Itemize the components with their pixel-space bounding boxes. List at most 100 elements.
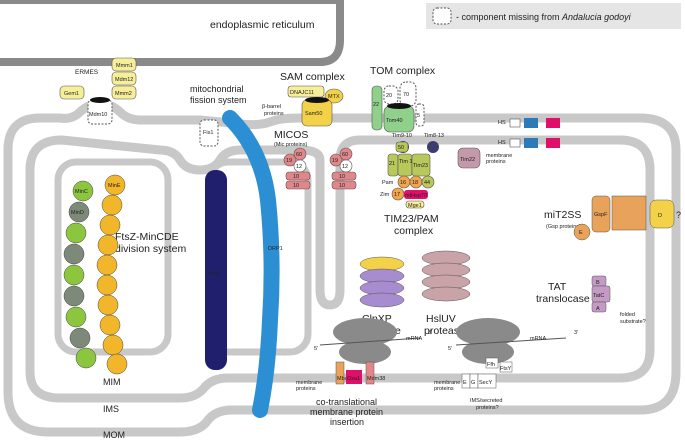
svg-text:3': 3' (428, 330, 432, 336)
svg-text:G: G (471, 380, 475, 386)
svg-text:A: A (596, 306, 600, 312)
er-label: endoplasmic reticulum (210, 19, 315, 31)
svg-text:folded: folded (620, 312, 635, 318)
svg-text:MinE: MinE (108, 183, 121, 189)
mit2ss-system: miT2SS (Gsp proteins) GspF D E ? (544, 195, 681, 241)
svg-text:protease: protease (424, 325, 465, 337)
svg-text:fission system: fission system (190, 95, 247, 105)
svg-text:MinD: MinD (71, 210, 84, 216)
svg-text:FtsZ: FtsZ (209, 271, 221, 277)
svg-text:Tim22: Tim22 (460, 157, 475, 163)
legend: - component missing from Andalucia godoy… (426, 3, 681, 29)
svg-text:complex: complex (394, 225, 434, 237)
svg-text:DNAJC11: DNAJC11 (290, 90, 314, 96)
svg-text:IMS/secreted: IMS/secreted (470, 398, 502, 404)
ribosome-oxa1: 5' 3' mRNA Mba1 Oxa1 Mdm38 membrane prot… (296, 318, 432, 427)
svg-text:12: 12 (296, 164, 302, 170)
svg-text:membrane protein: membrane protein (310, 407, 383, 417)
svg-text:10: 10 (293, 183, 299, 189)
svg-text:substrate?: substrate? (620, 319, 646, 325)
legend-text: - component missing from (456, 12, 562, 22)
svg-text:16: 16 (400, 180, 406, 186)
svg-text:B: B (596, 280, 600, 286)
svg-text:E: E (579, 230, 583, 236)
svg-text:- component missing from: - component missing from Andalucia godoy… (456, 12, 632, 22)
svg-text:10: 10 (339, 183, 345, 189)
svg-text:translocase: translocase (536, 293, 590, 305)
svg-text:Tim 17: Tim 17 (399, 159, 416, 165)
svg-text:division system: division system (115, 243, 186, 255)
svg-text:TatC: TatC (593, 293, 604, 299)
svg-text:mRNA: mRNA (406, 336, 423, 342)
svg-text:HS: HS (498, 120, 506, 126)
svg-text:proteins: proteins (434, 386, 454, 392)
svg-text:membrane: membrane (486, 153, 512, 159)
svg-text:12: 12 (342, 164, 348, 170)
svg-text:Mdm10: Mdm10 (89, 112, 107, 118)
svg-text:(Mic proteins): (Mic proteins) (274, 142, 307, 148)
svg-text:HslUV: HslUV (426, 313, 456, 325)
svg-text:mRNA: mRNA (530, 336, 547, 342)
svg-text:70: 70 (403, 92, 409, 98)
svg-text:TAT: TAT (548, 281, 567, 293)
svg-text:50: 50 (398, 145, 404, 151)
svg-text:insertion: insertion (330, 417, 364, 427)
mine-chain: MinE (96, 174, 128, 375)
svg-text:Mba1: Mba1 (337, 376, 351, 382)
ftsz-mincde-system: FtsZ-MinCDE division system MinC MinD Mi… (63, 170, 227, 375)
ftsz-filament: FtsZ (205, 170, 227, 370)
svg-text:Ffh: Ffh (487, 362, 495, 368)
svg-text:MTX: MTX (328, 94, 340, 100)
svg-text:Tom40: Tom40 (386, 118, 403, 124)
svg-text:Mdm38: Mdm38 (367, 376, 385, 382)
micos-complex: MICOS (Mic proteins) 19 60 12 10 10 19 6… (274, 129, 357, 190)
svg-text:SAM complex: SAM complex (280, 71, 346, 83)
svg-text:proteins: proteins (264, 111, 284, 117)
svg-text:proteins: proteins (486, 159, 506, 165)
svg-text:Sam50: Sam50 (305, 111, 322, 117)
sam-complex: SAM complex DNAJC11 MTX Sam50 β-barrel p… (262, 71, 346, 127)
svg-text:10: 10 (339, 174, 345, 180)
svg-text:miT2SS: miT2SS (544, 209, 581, 221)
svg-text:Zim: Zim (380, 192, 390, 198)
svg-text:5': 5' (448, 346, 452, 352)
svg-text:mtHsp70: mtHsp70 (405, 193, 427, 199)
ermes-label: ERMES (75, 69, 99, 76)
svg-text:MinC: MinC (75, 189, 88, 195)
svg-text:21: 21 (389, 161, 395, 167)
ims-label: IMS (103, 404, 119, 414)
svg-text:Tim23: Tim23 (413, 163, 428, 169)
svg-text:22: 22 (373, 102, 379, 108)
svg-text:44: 44 (424, 180, 430, 186)
legend-species: Andalucia godoyi (561, 12, 632, 22)
svg-text:E: E (463, 380, 467, 386)
svg-text:membrane: membrane (296, 380, 322, 386)
endoplasmic-reticulum: endoplasmic reticulum (0, 0, 344, 66)
ribosome-secy: 5' 3' mRNA Ffh FtsY E G SecY membrane pr… (434, 318, 578, 411)
svg-text:SecY: SecY (479, 380, 492, 386)
svg-text:proteins: proteins (296, 386, 316, 392)
svg-text:Gem1: Gem1 (64, 91, 79, 97)
svg-text:Pam: Pam (382, 180, 394, 186)
hsluv-protease: HslUV protease (421, 250, 471, 337)
svg-text:membrane: membrane (434, 380, 460, 386)
svg-text:10: 10 (293, 174, 299, 180)
tom-complex: TOM complex 22 20 70 Tom40 5 (370, 65, 436, 133)
svg-text:17: 17 (394, 192, 400, 198)
mim-label: MIM (103, 377, 121, 387)
svg-text:Oxa1: Oxa1 (347, 376, 360, 382)
ermes-complex: ERMES Mmm1 Mdm12 Mmm2 Gem1 Mdm10 (59, 57, 137, 125)
svg-text:DRP1: DRP1 (268, 246, 283, 252)
svg-text:Tim8-13: Tim8-13 (424, 133, 444, 139)
drp1-filament: DRP1 (222, 110, 283, 418)
hs-chaperones: HS HS (498, 118, 560, 148)
svg-text:Mge1: Mge1 (408, 203, 422, 209)
svg-text:MICOS: MICOS (274, 129, 308, 141)
svg-text:Mmm2: Mmm2 (115, 91, 132, 97)
svg-text:Tim9-10: Tim9-10 (392, 133, 412, 139)
svg-text:FtsZ-MinCDE: FtsZ-MinCDE (115, 231, 179, 243)
svg-text:?: ? (676, 210, 681, 220)
svg-text:TOM complex: TOM complex (370, 65, 436, 77)
svg-text:HS: HS (498, 140, 506, 146)
svg-text:3': 3' (574, 330, 578, 336)
